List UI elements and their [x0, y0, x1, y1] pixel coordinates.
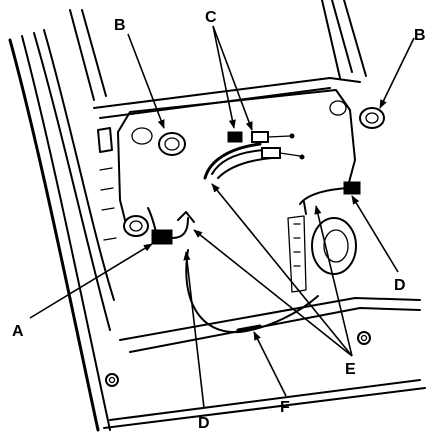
label-a: A [12, 323, 24, 340]
connector-c2 [251, 131, 269, 143]
connector-c3 [261, 147, 281, 159]
speaker-opening [287, 215, 357, 293]
connector-c1 [227, 131, 243, 143]
wire-harness-c [203, 131, 305, 180]
hole-cover-left [158, 132, 186, 156]
label-d-right: D [394, 277, 406, 294]
inner-panel [93, 77, 361, 241]
door-frame [8, 0, 426, 432]
connector-d-right [343, 181, 361, 195]
label-b-right: B [414, 27, 426, 44]
hole-cover-right [359, 107, 385, 129]
label-f: F [280, 399, 290, 416]
bolts [105, 331, 371, 387]
connector-a-area [123, 207, 195, 245]
label-d-bottom: D [198, 415, 210, 432]
callout-labels: B C B A D E F D [12, 9, 426, 432]
leader-lines [29, 25, 415, 409]
label-c: C [205, 9, 217, 26]
label-b-left: B [114, 17, 126, 34]
label-e: E [345, 361, 356, 378]
hole-covers [131, 100, 385, 156]
